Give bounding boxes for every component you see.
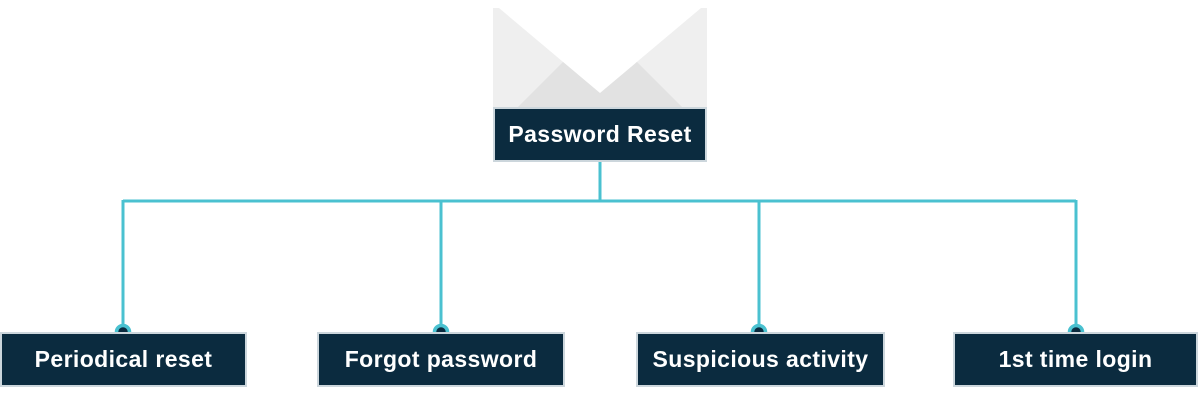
node-forgot-password: Forgot password	[317, 332, 565, 387]
node-suspicious-activity: Suspicious activity	[636, 332, 885, 387]
node-first-time-login: 1st time login	[953, 332, 1198, 387]
node-suspicious-activity-label: Suspicious activity	[652, 346, 869, 372]
connector-lines	[121, 162, 1078, 332]
node-password-reset-label: Password Reset	[508, 121, 692, 147]
envelope-icon	[493, 8, 707, 107]
node-periodical-reset: Periodical reset	[0, 332, 247, 387]
node-forgot-password-label: Forgot password	[344, 346, 538, 372]
connector-anchor-dots	[114, 323, 1085, 341]
node-periodical-reset-label: Periodical reset	[34, 346, 213, 372]
node-password-reset: Password Reset	[493, 107, 707, 162]
node-first-time-login-label: 1st time login	[998, 346, 1153, 372]
